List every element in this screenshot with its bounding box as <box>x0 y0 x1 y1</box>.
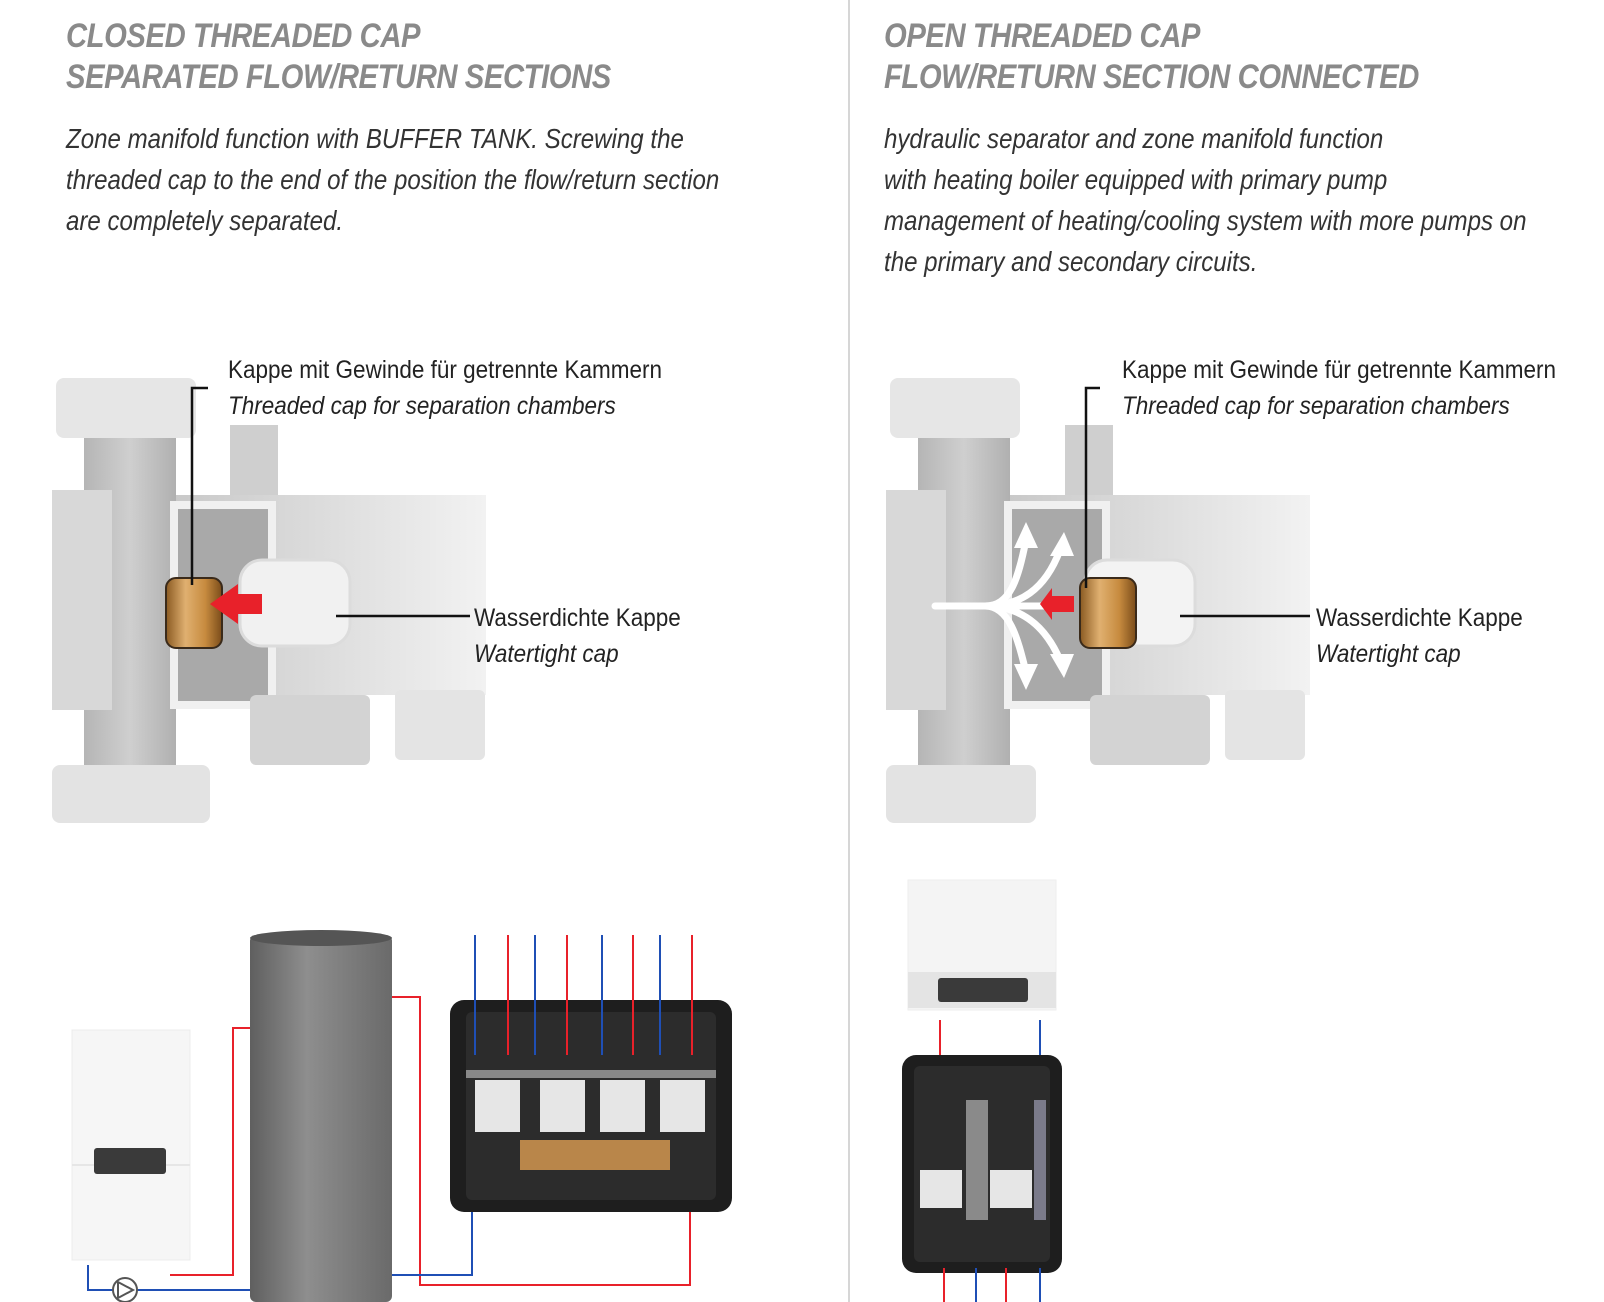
tank-top <box>250 930 392 946</box>
left-watertight-label-de: Wasserdichte Kappe <box>474 604 681 632</box>
right-boiler-display <box>938 978 1028 1002</box>
right-lower-fitting-1 <box>1090 695 1210 765</box>
circuit-pump-2 <box>540 1080 585 1132</box>
left-valve-body <box>52 378 486 823</box>
left-bottom-nut <box>52 765 210 823</box>
circuit-pump-1 <box>475 1080 520 1132</box>
right-circuit-pump-1 <box>920 1170 962 1208</box>
right-outlet-pipes <box>943 1268 1041 1302</box>
right-description: hydraulic separator and zone manifold fu… <box>884 118 1526 282</box>
return-pipe-tank <box>392 1200 473 1276</box>
right-cap-label: Kappe mit Gewinde für getrennte Kammern … <box>1122 352 1556 424</box>
right-cap-label-de: Kappe mit Gewinde für getrennte Kammern <box>1122 356 1556 384</box>
left-watertight-label-en: Watertight cap <box>474 640 619 668</box>
manifold-circuits <box>475 1080 705 1170</box>
left-lower-fitting-2 <box>395 690 485 760</box>
return-pipe-boiler <box>87 1265 250 1291</box>
buffer-tank <box>250 935 392 1302</box>
left-title-line-1: CLOSED THREADED CAP <box>66 17 421 55</box>
manifold-outlet-pipes <box>474 935 693 1055</box>
right-cap-label-en: Threaded cap for separation chambers <box>1122 392 1510 420</box>
left-description: Zone manifold function with BUFFER TANK.… <box>66 118 719 241</box>
circuit-pump-3 <box>600 1080 645 1132</box>
flow-pipe-tank <box>392 996 691 1286</box>
left-threaded-cap-shape <box>165 577 223 649</box>
right-valve-body <box>886 378 1310 823</box>
right-return-bar <box>1034 1100 1046 1220</box>
left-title: CLOSED THREADED CAP SEPARATED FLOW/RETUR… <box>66 16 611 98</box>
left-manifold-box <box>450 1000 732 1212</box>
right-title-line-2: FLOW/RETURN SECTION CONNECTED <box>884 58 1419 96</box>
right-system-schematic <box>902 879 1062 1302</box>
left-description-line-1: Zone manifold function with BUFFER TANK.… <box>66 123 684 154</box>
left-boiler-display <box>94 1148 166 1174</box>
manifold-rail <box>466 1070 716 1078</box>
red-arrow-icon-right <box>1040 588 1074 620</box>
right-body-flange <box>886 490 946 710</box>
circulation-pump-icon <box>112 1277 138 1302</box>
left-description-line-2: threaded cap to the end of the position … <box>66 164 720 195</box>
left-top-nut <box>56 378 196 438</box>
right-description-line-3: management of heating/cooling system wit… <box>884 205 1527 236</box>
right-watertight-label-de: Wasserdichte Kappe <box>1316 604 1523 632</box>
right-description-line-1: hydraulic separator and zone manifold fu… <box>884 123 1384 154</box>
circuit-valves <box>520 1140 670 1170</box>
flow-pipe-boiler <box>170 1027 250 1276</box>
left-title-line-2: SEPARATED FLOW/RETURN SECTIONS <box>66 58 611 96</box>
left-cap-label: Kappe mit Gewinde für getrennte Kammern … <box>228 352 662 424</box>
right-description-line-2: with heating boiler equipped with primar… <box>884 164 1388 195</box>
right-cap-leader-line <box>1084 386 1100 588</box>
right-watertight-label: Wasserdichte Kappe Watertight cap <box>1316 600 1523 672</box>
right-top-nut <box>890 378 1020 438</box>
white-arrowheads <box>1014 522 1074 690</box>
left-cap-label-de: Kappe mit Gewinde für getrennte Kammern <box>228 356 662 384</box>
right-circuit-pump-2 <box>990 1170 1032 1208</box>
right-description-line-4: the primary and secondary circuits. <box>884 246 1258 277</box>
hydraulic-separator <box>966 1100 988 1220</box>
left-watertight-label: Wasserdichte Kappe Watertight cap <box>474 600 681 672</box>
right-watertight-label-en: Watertight cap <box>1316 640 1461 668</box>
left-description-line-3: are completely separated. <box>66 205 344 236</box>
left-system-schematic <box>71 930 732 1302</box>
right-upper-stub <box>1065 425 1113 505</box>
panel-divider <box>848 0 850 1302</box>
right-manifold-box <box>902 1055 1062 1273</box>
right-title: OPEN THREADED CAP FLOW/RETURN SECTION CO… <box>884 16 1419 98</box>
left-upper-stub <box>230 425 278 505</box>
circuit-pump-4 <box>660 1080 705 1132</box>
right-lower-fitting-2 <box>1225 690 1305 760</box>
right-bottom-nut <box>886 765 1036 823</box>
left-boiler <box>71 1029 191 1261</box>
right-threaded-cap-shape <box>1079 577 1137 649</box>
right-title-line-1: OPEN THREADED CAP <box>884 17 1200 55</box>
left-lower-fitting-1 <box>250 695 370 765</box>
left-cap-leader-line <box>190 386 208 585</box>
white-flow-arrows-icon <box>931 536 1064 676</box>
left-body-flange <box>52 490 112 710</box>
red-arrow-icon <box>210 584 262 624</box>
left-cap-label-en: Threaded cap for separation chambers <box>228 392 616 420</box>
